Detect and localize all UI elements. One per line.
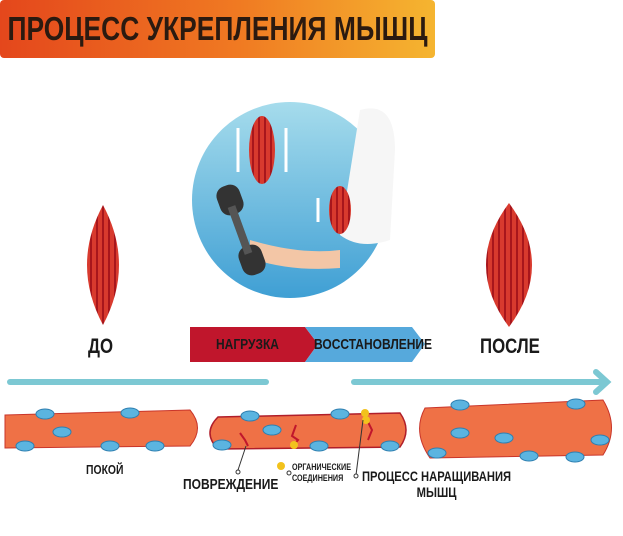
person-torso (340, 108, 395, 244)
rest-label: ПОКОЙ (86, 462, 124, 477)
growth-label-line1: ПРОЦЕСС НАРАЩИВАНИЯ (362, 468, 512, 484)
organic-label-line2: СОЕДИНЕНИЯ (292, 473, 344, 483)
after-label: ПОСЛЕ (480, 335, 540, 358)
growth-label-line2: МЫШЦ (416, 484, 457, 500)
organic-label-line1: ОРГАНИЧЕСКИЕ (292, 462, 352, 472)
stretch-arrows-icon (236, 128, 320, 222)
muscle-after-icon (486, 203, 532, 327)
fiber-grown (419, 398, 612, 463)
muscle-before-icon (87, 205, 119, 325)
recovery-phase-bar (305, 327, 425, 362)
before-label: ДО (88, 335, 114, 358)
arm (250, 240, 340, 269)
dumbbell-icon (216, 184, 266, 276)
fiber-damaged (209, 408, 407, 479)
fiber-rest (4, 407, 198, 452)
recovery-phase-label: ВОССТАНОВЛЕНИЕ (314, 336, 433, 353)
damage-label: ПОВРЕЖДЕНИЕ (183, 476, 279, 493)
load-phase-label: НАГРУЗКА (216, 336, 279, 353)
small-muscle-icon (249, 116, 275, 184)
title: ПРОЦЕСС УКРЕПЛЕНИЯ МЫШЦ (7, 10, 428, 47)
exercise-scene-circle (192, 102, 388, 298)
title-banner: ПРОЦЕСС УКРЕПЛЕНИЯ МЫШЦ (0, 0, 435, 58)
bicep-muscle-icon (329, 186, 351, 234)
load-phase-bar (190, 327, 318, 362)
arrow-head-icon (593, 369, 612, 395)
